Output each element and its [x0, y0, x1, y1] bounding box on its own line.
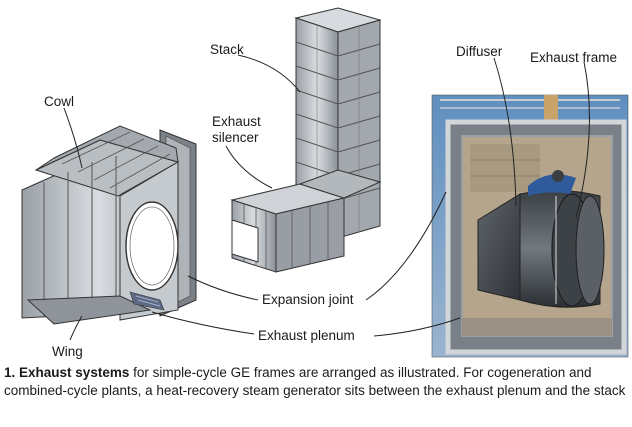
caption-text: for simple-cycle GE frames are arranged … — [4, 365, 626, 398]
wing-leader — [69, 315, 83, 341]
diffuser-leader — [493, 57, 517, 207]
caption-figure-number: 1. — [4, 365, 16, 380]
silencer-leader — [225, 145, 273, 189]
diffuser-label: Diffuser — [456, 44, 503, 59]
exhaust-frame-label: Exhaust frame — [530, 50, 618, 65]
exhaust-silencer-label-line2: silencer — [212, 130, 259, 145]
cowl-leader — [63, 107, 83, 169]
caption-title: Exhaust systems — [19, 365, 130, 380]
exhaust-silencer-label-line1: Exhaust — [212, 114, 261, 129]
stack-label: Stack — [210, 42, 244, 57]
expansion-joint-leader-right — [365, 191, 447, 301]
exhaust-plenum-drawing — [21, 125, 197, 325]
cowl-label: Cowl — [44, 94, 75, 109]
plenum-leader-right — [373, 317, 461, 337]
exhaust-silencer-drawing — [230, 169, 382, 273]
expansion-joint-leader-left — [187, 275, 259, 301]
exhaust-plenum-label: Exhaust plenum — [258, 328, 355, 343]
expansion-joint-label: Expansion joint — [262, 292, 354, 307]
wing-label: Wing — [52, 344, 83, 359]
diffuser-photo — [431, 94, 629, 358]
figure-caption: 1. Exhaust systems for simple-cycle GE f… — [4, 364, 628, 399]
stack-leader — [237, 54, 301, 93]
exhaust-frame-leader — [575, 61, 590, 219]
plenum-leader-left — [151, 311, 255, 335]
exhaust-system-figure — [21, 7, 629, 358]
